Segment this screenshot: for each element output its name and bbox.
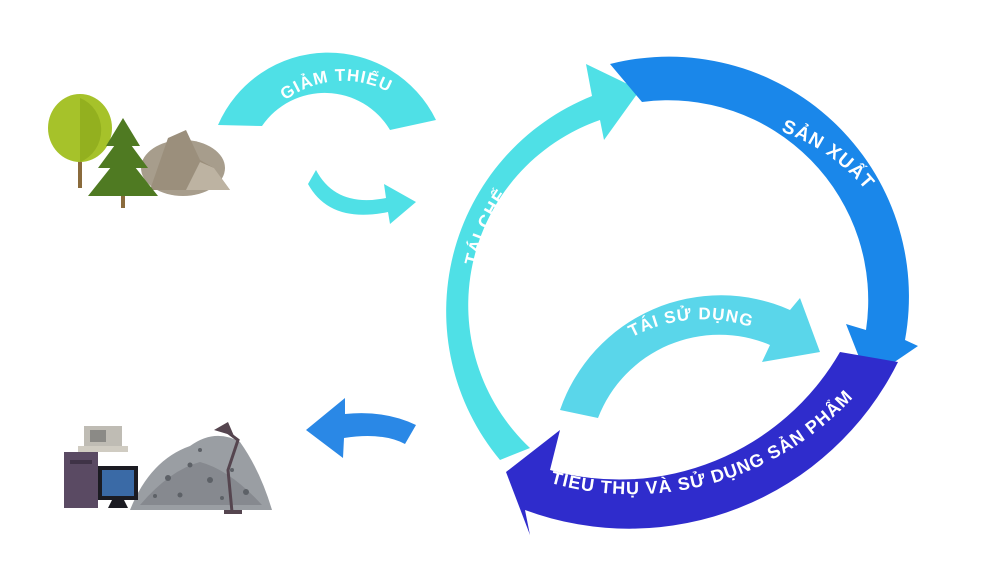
reuse-arc[interactable]: [560, 295, 820, 418]
rock-highlight: [186, 162, 230, 190]
pine-trunk: [121, 186, 125, 208]
landfill-arrow[interactable]: [306, 398, 416, 458]
reduce-curved-arrow[interactable]: [308, 170, 416, 224]
trash-debris: [153, 448, 249, 500]
reduce-arch: [218, 52, 436, 131]
recycle-arc[interactable]: [446, 64, 640, 460]
landfill-illustration: [64, 422, 272, 514]
consume-arc[interactable]: [506, 352, 898, 535]
pine-tree-icon: [88, 118, 158, 196]
nature-illustration: [48, 94, 230, 208]
round-tree-shade: [80, 98, 102, 162]
tree-trunk: [78, 140, 82, 188]
produce-arc[interactable]: [610, 56, 918, 380]
